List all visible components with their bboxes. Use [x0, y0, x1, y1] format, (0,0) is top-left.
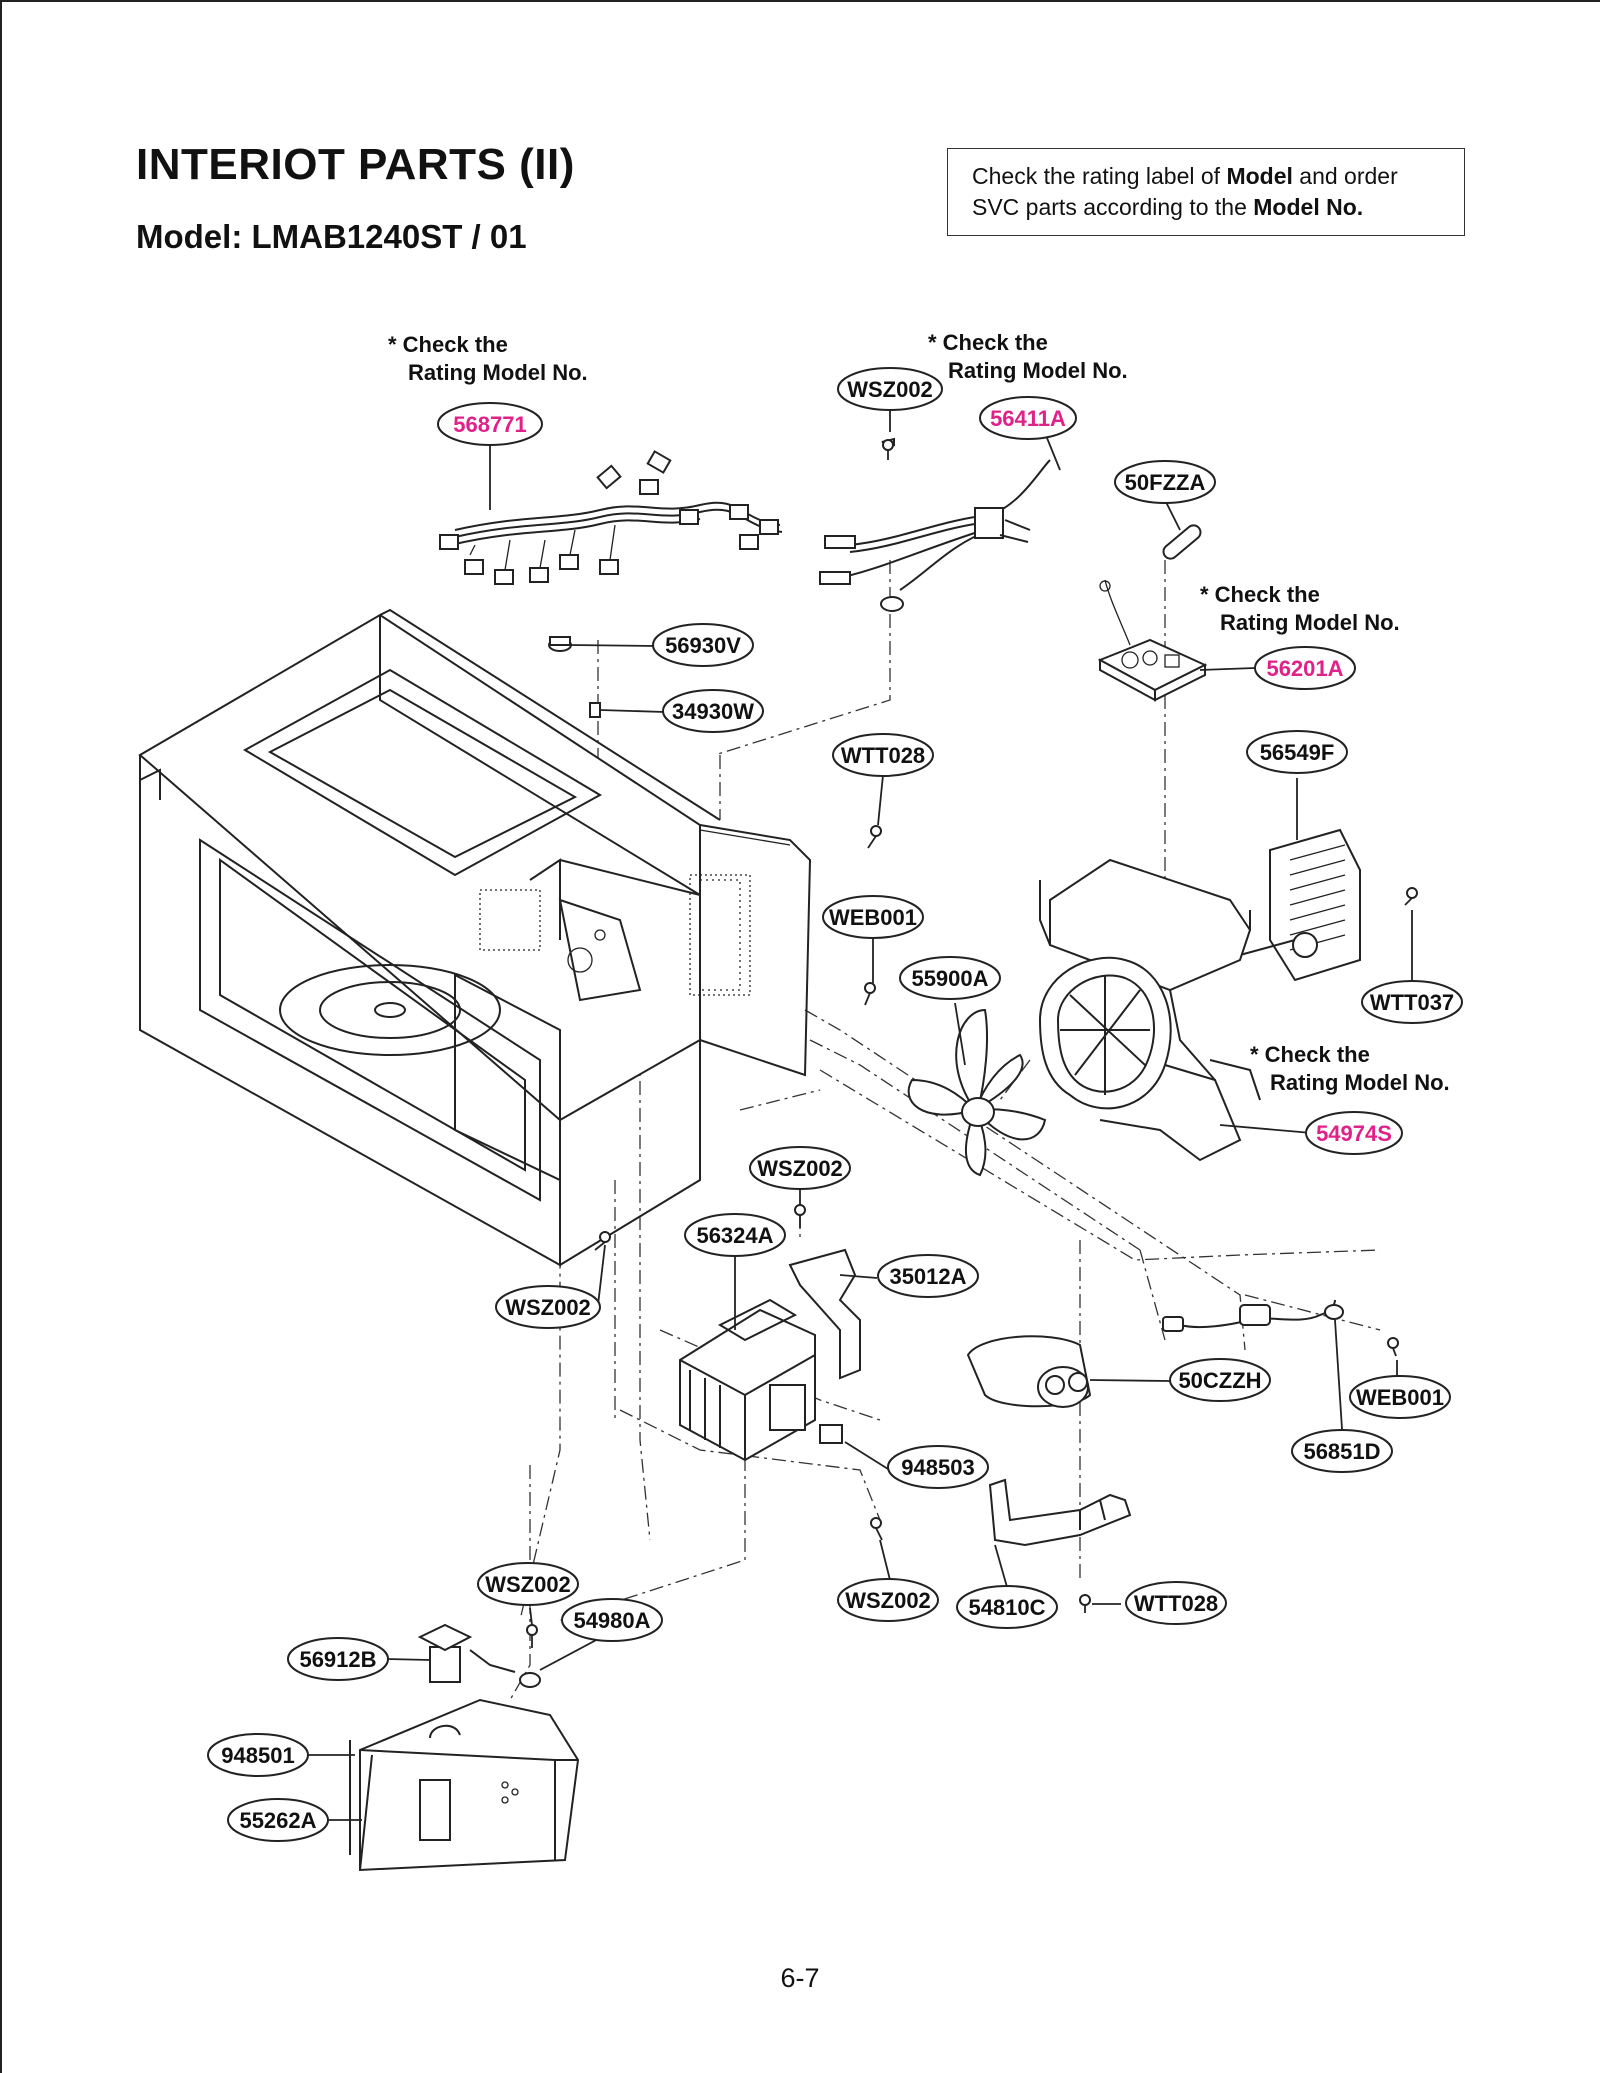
notice-line-2: SVC parts according to the Model No. — [972, 194, 1364, 220]
svg-text:56549F: 56549F — [1260, 740, 1335, 765]
notice-line-1: Check the rating label of Model and orde… — [972, 163, 1398, 189]
callout-34930W: 34930W — [662, 689, 764, 733]
fan-motor-56549F-drawing — [1239, 828, 1361, 982]
svg-text:54980A: 54980A — [573, 1608, 650, 1633]
svg-text:WSZ002: WSZ002 — [757, 1156, 843, 1181]
callout-54980A: 54980A — [561, 1598, 663, 1642]
callout-50CZZH: 50CZZH — [1169, 1358, 1271, 1402]
callout-WSZ002-bottom: WSZ002 — [837, 1578, 939, 1622]
callout-56912B: 56912B — [287, 1637, 389, 1681]
svg-text:35012A: 35012A — [889, 1264, 966, 1289]
svg-text:56930V: 56930V — [665, 633, 741, 658]
check-note-line2: Rating Model No. — [408, 360, 588, 385]
callout-WEB001-upper: WEB001 — [822, 895, 924, 939]
svg-text:WTT028: WTT028 — [1134, 1591, 1218, 1616]
svg-text:WEB001: WEB001 — [1356, 1385, 1444, 1410]
callout-56851D: 56851D — [1291, 1429, 1393, 1473]
svg-text:948501: 948501 — [221, 1743, 294, 1768]
callout-WSZ002-middle: WSZ002 — [749, 1146, 851, 1190]
screws — [526, 437, 1418, 1648]
vent-holes — [479, 874, 751, 996]
callout-948503: 948503 — [887, 1445, 989, 1489]
callout-WSZ002-top: WSZ002 — [837, 367, 943, 411]
capacitor-50CZZH-drawing — [966, 1335, 1092, 1408]
svg-text:WTT037: WTT037 — [1370, 990, 1454, 1015]
callout-WEB001-lower: WEB001 — [1349, 1375, 1451, 1419]
svg-text:54974S: 54974S — [1316, 1121, 1392, 1146]
noise-filter-56201A-drawing — [1097, 579, 1208, 702]
rating-label-notice: Check the rating label of Model and orde… — [947, 148, 1465, 236]
callout-54974S: 54974S — [1305, 1111, 1403, 1155]
callout-WTT028-upper: WTT028 — [832, 733, 934, 777]
svg-text:56201A: 56201A — [1266, 656, 1343, 681]
wire-harness-568771-drawing — [439, 450, 783, 585]
thermostat-56930V-drawing — [548, 636, 572, 652]
callout-56201A: 56201A — [1254, 646, 1356, 690]
svg-text:WSZ002: WSZ002 — [485, 1572, 571, 1597]
bracket-54810C-drawing — [988, 1478, 1132, 1547]
svg-text:WSZ002: WSZ002 — [845, 1588, 931, 1613]
wire-56851D-drawing — [1162, 1299, 1344, 1332]
callout-WSZ002-left: WSZ002 — [495, 1285, 601, 1329]
callout-56324A: 56324A — [684, 1213, 786, 1257]
check-notes: * Check the Rating Model No. * Check the… — [388, 330, 1450, 1095]
svg-text:56411A: 56411A — [990, 406, 1066, 431]
check-note-line1: * Check the — [1200, 582, 1320, 607]
part-callouts: 568771 WSZ002 56411A 50FZZA 56201A 56930… — [207, 367, 1463, 1842]
diode-948503-drawing — [819, 1424, 843, 1444]
callout-56549F: 56549F — [1246, 730, 1348, 774]
svg-text:WSZ002: WSZ002 — [847, 377, 933, 402]
svg-text:34930W: 34930W — [672, 699, 754, 724]
check-note-line1: * Check the — [928, 330, 1048, 355]
svg-text:55262A: 55262A — [239, 1808, 316, 1833]
fuse-50FZZA-drawing — [1162, 524, 1202, 560]
svg-text:56912B: 56912B — [299, 1647, 376, 1672]
svg-text:55900A: 55900A — [911, 966, 988, 991]
callout-WTT037: WTT037 — [1361, 980, 1463, 1024]
fan-55900A-drawing — [907, 1008, 1047, 1177]
svg-text:WSZ002: WSZ002 — [505, 1295, 591, 1320]
callout-948501: 948501 — [207, 1733, 309, 1777]
callout-568771: 568771 — [437, 402, 543, 446]
check-note-line2: Rating Model No. — [1270, 1070, 1450, 1095]
oven-cavity-drawing — [138, 608, 812, 1267]
interlock-assembly-drawing — [349, 1623, 580, 1872]
page-title: INTERIOT PARTS (II) — [136, 140, 575, 189]
svg-text:948503: 948503 — [901, 1455, 974, 1480]
wire-56411A-drawing — [819, 459, 1051, 612]
callout-56411A: 56411A — [979, 396, 1077, 440]
callout-55900A: 55900A — [899, 956, 1001, 1000]
check-note-line2: Rating Model No. — [948, 358, 1128, 383]
check-note-line2: Rating Model No. — [1220, 610, 1400, 635]
callout-56930V: 56930V — [652, 623, 754, 667]
svg-text:50CZZH: 50CZZH — [1178, 1368, 1261, 1393]
bracket-35012A-drawing — [788, 1248, 861, 1380]
callout-WSZ002-interlock: WSZ002 — [477, 1562, 579, 1606]
svg-text:56851D: 56851D — [1303, 1439, 1380, 1464]
svg-text:54810C: 54810C — [968, 1595, 1045, 1620]
assembly-guide-lines — [509, 560, 1381, 1701]
page-number: 6-7 — [780, 1963, 820, 1993]
svg-text:568771: 568771 — [453, 412, 526, 437]
callout-WTT028-lower: WTT028 — [1125, 1581, 1227, 1625]
transformer-56324A-drawing — [679, 1298, 816, 1462]
svg-text:56324A: 56324A — [696, 1223, 773, 1248]
callout-54810C: 54810C — [956, 1585, 1058, 1629]
check-note-line1: * Check the — [388, 332, 508, 357]
callout-35012A: 35012A — [877, 1254, 979, 1298]
sensor-34930W-drawing — [589, 702, 601, 718]
model-subtitle: Model: LMAB1240ST / 01 — [136, 218, 527, 255]
check-note-line1: * Check the — [1250, 1042, 1370, 1067]
svg-text:50FZZA: 50FZZA — [1125, 470, 1206, 495]
svg-text:WTT028: WTT028 — [841, 743, 925, 768]
callout-50FZZA: 50FZZA — [1114, 460, 1216, 504]
leader-lines — [305, 408, 1413, 1821]
svg-text:WEB001: WEB001 — [829, 905, 917, 930]
fan-bracket-54974S-drawing — [1038, 858, 1261, 1162]
callout-55262A: 55262A — [227, 1798, 329, 1842]
